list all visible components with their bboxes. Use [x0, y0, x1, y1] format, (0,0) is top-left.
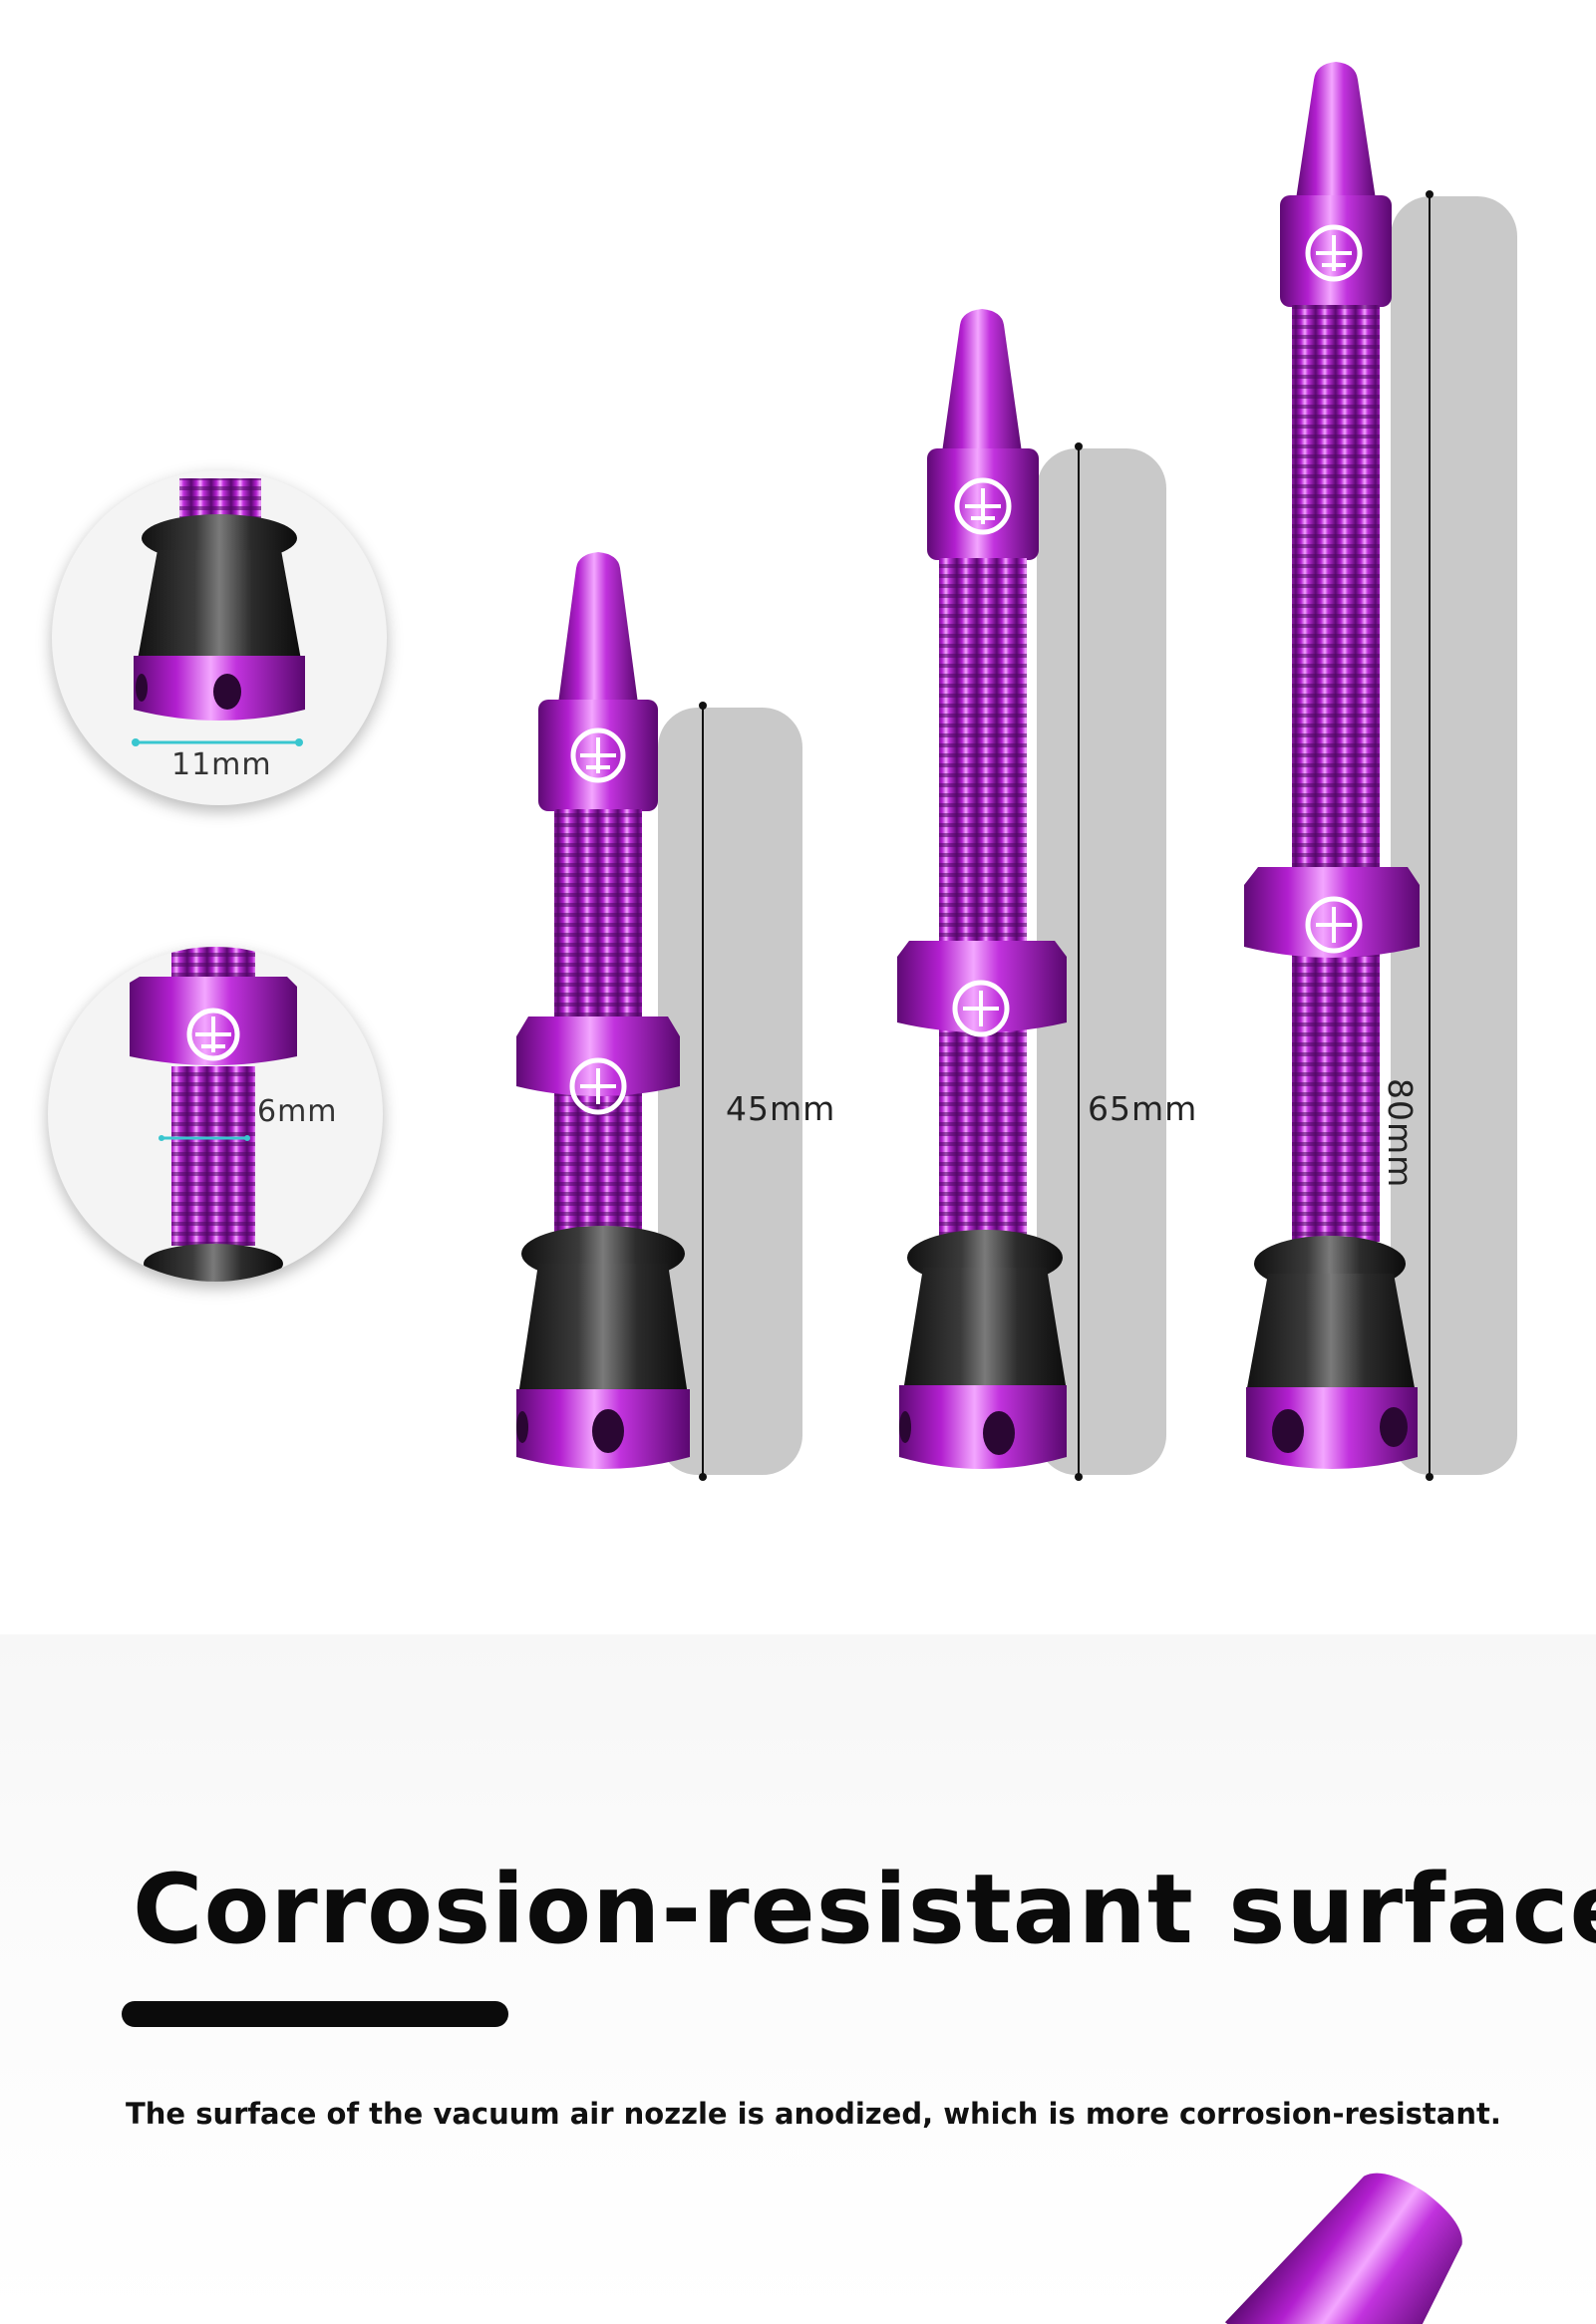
valve-illustrations	[516, 62, 1420, 1469]
diameter-label-11mm: 11mm	[171, 747, 272, 782]
feature-title: Corrosion-resistant surface	[133, 1854, 1596, 1965]
valve-80mm	[1244, 62, 1420, 1469]
valve-tip-cropped	[1224, 2173, 1462, 2324]
valve-45mm	[516, 552, 690, 1469]
feature-description: The surface of the vacuum air nozzle is …	[126, 2097, 1501, 2131]
length-label-45mm: 45mm	[726, 1089, 836, 1128]
length-label-80mm: 80mm	[1381, 1078, 1420, 1189]
length-label-65mm: 65mm	[1088, 1089, 1198, 1128]
panel-80mm	[1391, 196, 1517, 1475]
measurement-panels	[658, 190, 1517, 1481]
diameter-label-6mm: 6mm	[257, 1094, 338, 1129]
panel-65mm	[1037, 448, 1166, 1475]
panel-45mm	[658, 708, 802, 1475]
feature-section	[0, 1634, 1596, 2324]
title-underline-bar	[122, 2001, 508, 2027]
detail-circle-base: 11mm	[52, 470, 387, 805]
detail-circle-thread: 6mm	[48, 947, 383, 1282]
valve-65mm	[897, 309, 1067, 1469]
